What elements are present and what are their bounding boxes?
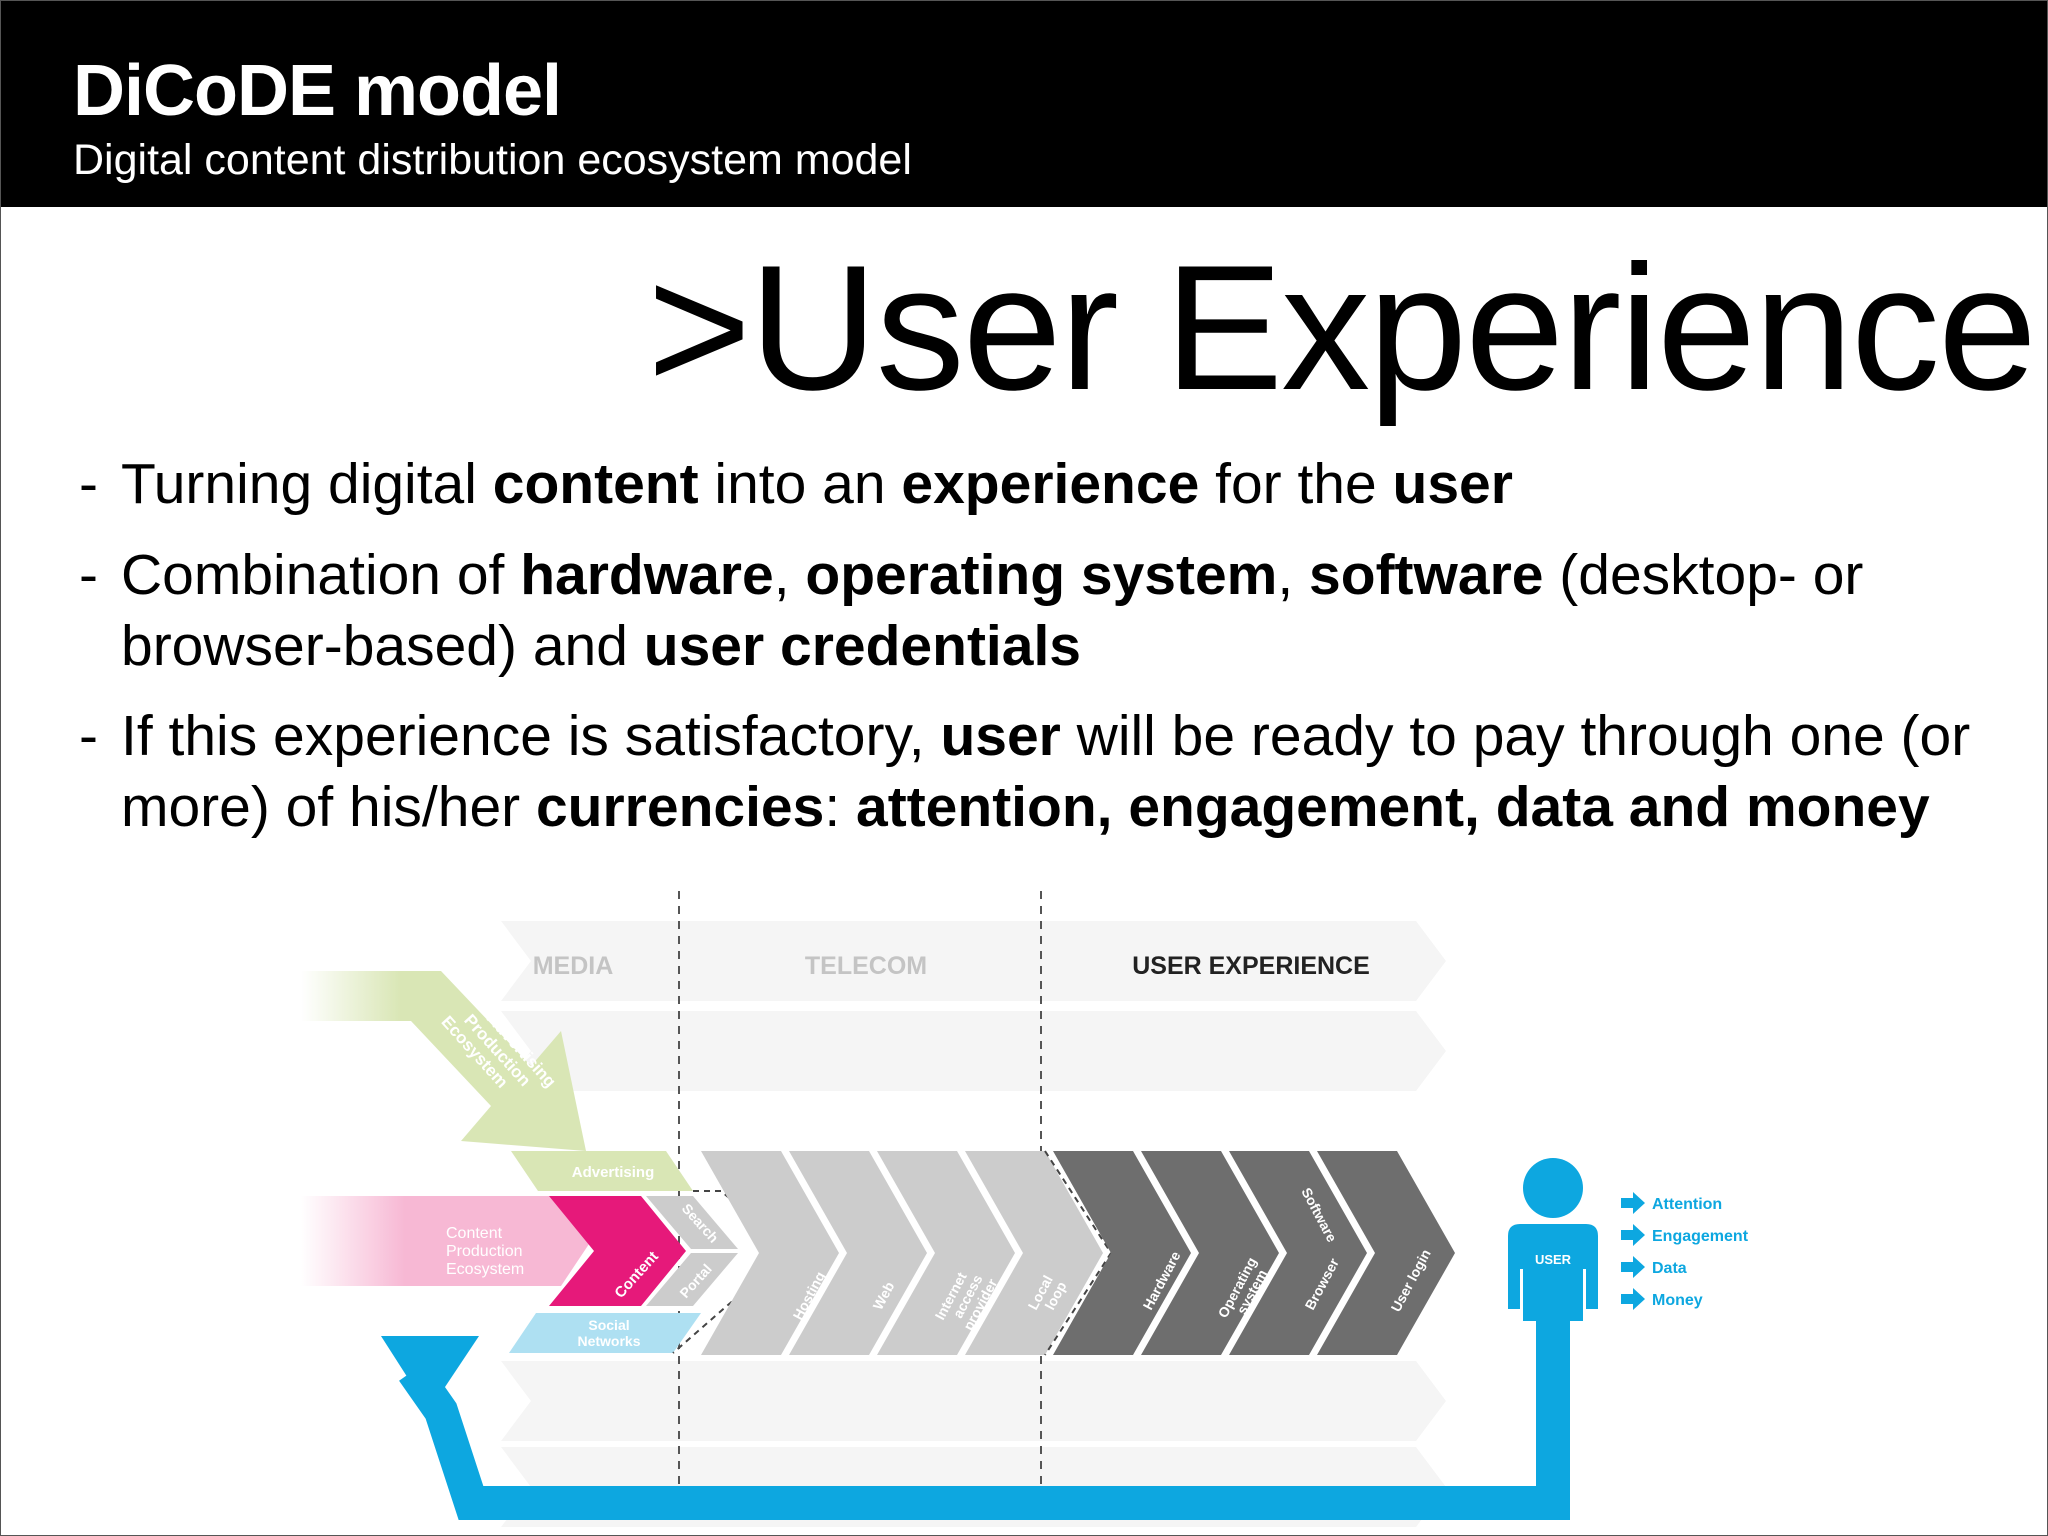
bullet-text-segment: , [1277, 543, 1310, 607]
bullet-bold-segment: content [492, 452, 699, 516]
ux-chevron [1229, 1151, 1367, 1355]
bullet-dash: - [79, 452, 98, 516]
bullet-item: - If this experience is satisfactory, us… [79, 701, 2019, 843]
bullet-text: Turning digital content into an experien… [121, 449, 2019, 520]
section-title: >User Experience [647, 228, 2037, 427]
slide-subtitle: Digital content distribution ecosystem m… [73, 136, 912, 184]
currency-label: Money [1652, 1292, 1703, 1309]
bullet-text-segment: will be ready to pay through one (or mor… [121, 704, 1971, 839]
bullet-bold-segment: user [1392, 452, 1513, 516]
bullet-bold-segment: attention, engagement, data and money [856, 775, 1930, 839]
bullet-bold-segment: experience [901, 452, 1200, 516]
dicode-diagram: MEDIA TELECOM USER EXPERIENCE Advertisin… [301, 891, 1749, 1527]
bullet-text: Combination of hardware, operating syste… [121, 540, 2019, 682]
bullet-bold-segment: user [940, 704, 1061, 768]
bullet-bold-segment: user credentials [643, 614, 1081, 678]
ux-chevron [1141, 1151, 1279, 1355]
portal-block [646, 1253, 738, 1306]
bullet-bold-segment: currencies [535, 775, 825, 839]
column-header-user-experience: USER EXPERIENCE [1132, 952, 1370, 980]
telecom-chevron [701, 1151, 839, 1355]
content-ecosystem-band [301, 1196, 561, 1286]
advertising-label: Advertising [572, 1164, 655, 1181]
currency-arrow-icon [1621, 1224, 1645, 1246]
content-ecosystem-line: Production [446, 1243, 523, 1260]
bullet-item: - Combination of hardware, operating sys… [79, 540, 2019, 682]
currency-arrow-icon [1621, 1192, 1645, 1214]
bullet-text-segment: If this experience is satisfactory, [121, 704, 941, 768]
bullet-bold-segment: software [1309, 543, 1544, 607]
currency-arrow-icon [1621, 1288, 1645, 1310]
currency-arrow-icon [1621, 1256, 1645, 1278]
currency-label: Engagement [1652, 1228, 1749, 1245]
ux-chevron [1317, 1151, 1455, 1355]
bullet-text-segment: Turning digital [121, 452, 493, 516]
telecom-chevrons [701, 1151, 1103, 1355]
bullet-text-segment: (desktop- or browser-based) and [121, 543, 1864, 678]
advertising-bar [511, 1151, 693, 1191]
telecom-chevron [965, 1151, 1103, 1355]
bullet-dash: - [79, 704, 98, 768]
advertising-ecosystem-arrow [301, 971, 586, 1151]
bullet-dash: - [79, 543, 98, 607]
column-header-telecom: TELECOM [805, 952, 927, 980]
social-networks-line: Networks [577, 1333, 640, 1349]
user-body [1508, 1224, 1598, 1321]
ux-chevron [1053, 1151, 1191, 1355]
ux-chevrons [1053, 1151, 1455, 1355]
user-head [1523, 1158, 1583, 1218]
background-band [501, 1011, 1446, 1091]
bullet-text-segment: Combination of [121, 543, 521, 607]
user-label: USER [1535, 1252, 1572, 1267]
content-ecosystem-line: Content [446, 1225, 503, 1242]
return-loop-arrowhead [381, 1336, 479, 1411]
bullet-bold-segment: hardware [520, 543, 774, 607]
bullet-text-segment: into an [698, 452, 902, 516]
bullet-text-segment: , [773, 543, 806, 607]
bullet-text-segment: for the [1199, 452, 1393, 516]
slide-title: DiCoDE model [73, 51, 562, 131]
background-band [501, 1361, 1446, 1441]
content-ecosystem-line: Ecosystem [446, 1261, 524, 1278]
bullet-text: If this experience is satisfactory, user… [121, 701, 2019, 843]
social-networks-line: Social [588, 1317, 629, 1333]
content-chevron [549, 1196, 686, 1306]
currency-label: Data [1652, 1260, 1687, 1277]
telecom-chevron [877, 1151, 1015, 1355]
bullet-bold-segment: operating system [805, 543, 1278, 607]
column-header-media: MEDIA [533, 952, 614, 980]
flow-dash-line [672, 1190, 793, 1354]
social-networks-bar [509, 1313, 701, 1353]
search-block [646, 1196, 738, 1249]
currency-label: Attention [1652, 1196, 1722, 1213]
bullet-item: - Turning digital content into an experi… [79, 449, 2019, 520]
header-bar: DiCoDE model Digital content distributio… [1, 1, 2047, 207]
bullet-text-segment: : [824, 775, 857, 839]
background-band [501, 921, 1446, 1001]
telecom-chevron [789, 1151, 927, 1355]
user-figure [1508, 1158, 1598, 1321]
currency-list: Attention Engagement Data Money [1621, 1192, 1749, 1310]
